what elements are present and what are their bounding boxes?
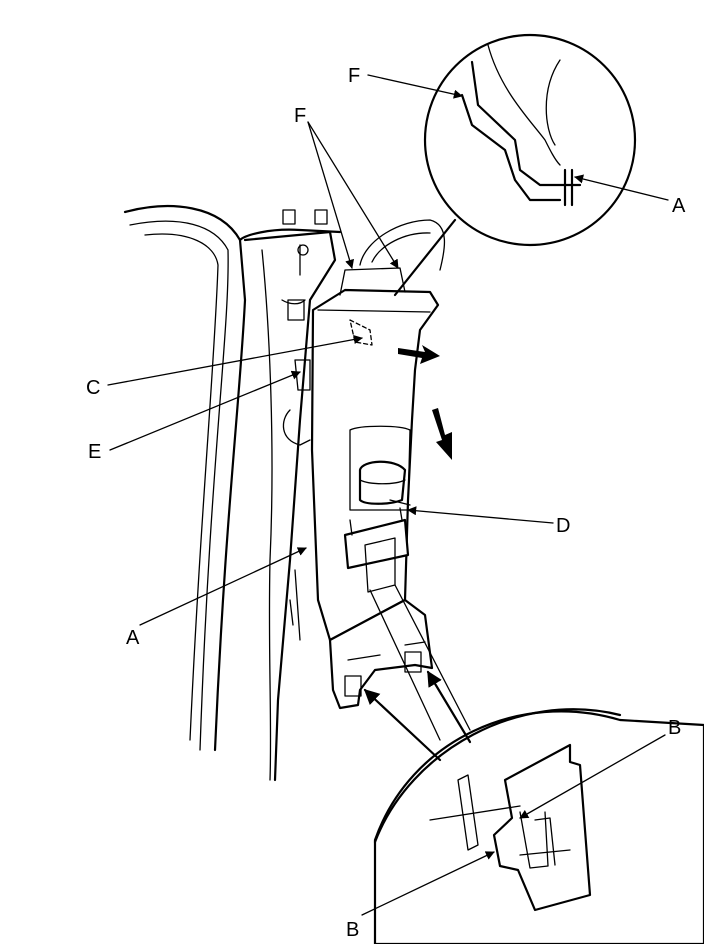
- pull-out-arrow-icon: [398, 345, 440, 364]
- detail-leaders: [363, 670, 472, 762]
- callout-b-bottom: B: [346, 919, 359, 941]
- leader-f-left-2: [307, 121, 399, 269]
- door-opening-frame: [123, 205, 342, 752]
- leader-a-left: [139, 547, 307, 626]
- callout-a-top: A: [672, 195, 686, 217]
- leader-c: [107, 335, 363, 386]
- center-pillar: [243, 209, 337, 782]
- callout-f-left: F: [294, 105, 306, 127]
- leader-f-left-1: [307, 121, 354, 269]
- leader-a-top: [574, 174, 669, 201]
- pull-down-arrow-icon: [432, 408, 452, 460]
- callout-f-top: F: [348, 65, 360, 87]
- callout-d: D: [556, 515, 570, 537]
- leader-b-bottom: [361, 851, 495, 916]
- callout-c: C: [86, 377, 100, 399]
- lower-pillar-trim: [328, 584, 471, 741]
- leader-e: [109, 370, 301, 451]
- leader-f-top: [367, 74, 463, 99]
- removal-arrows: [398, 345, 452, 460]
- callout-leaders: [107, 74, 669, 916]
- callout-a-left: A: [126, 627, 140, 649]
- callout-e: E: [88, 441, 101, 463]
- upper-pillar-trim: [310, 219, 446, 642]
- detail-circle-top: [393, 33, 637, 297]
- leader-d: [407, 506, 554, 524]
- leader-b-top: [519, 734, 666, 819]
- callout-labels: F F A C E D A B B: [86, 65, 686, 941]
- callout-b-top: B: [668, 717, 681, 739]
- detail-circle-bottom: [373, 708, 704, 944]
